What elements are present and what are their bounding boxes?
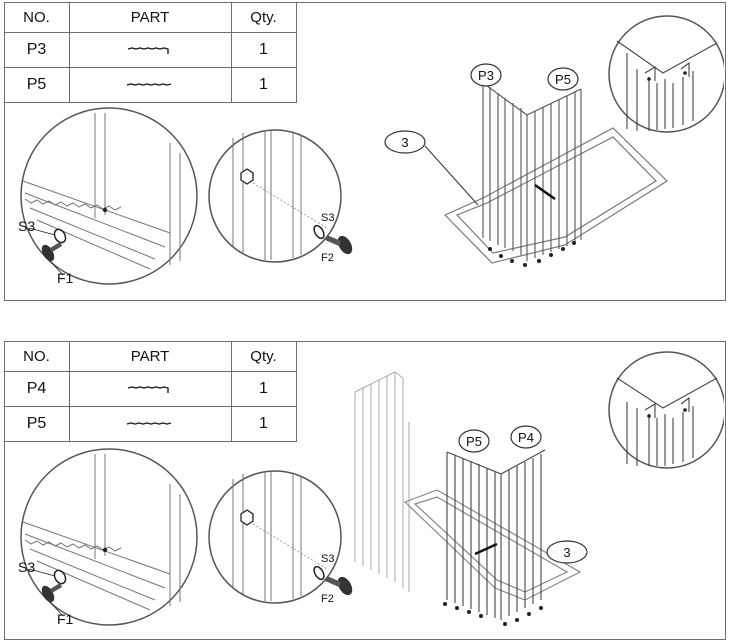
- panel-a-label: P5: [466, 434, 482, 449]
- part-qty: 1: [230, 31, 297, 68]
- corner-detail-circle: [608, 351, 724, 469]
- bent-strip-icon: [127, 385, 169, 393]
- assembly-step-1: S3 F1 S3 F2: [3, 1, 726, 301]
- screw-label: F2: [321, 593, 334, 605]
- part-qty: 1: [230, 370, 297, 407]
- part-number: P3: [3, 31, 70, 68]
- washer-label: S3: [18, 559, 35, 575]
- panel-b-callout: [510, 425, 542, 449]
- screw-f2-icon: [325, 235, 353, 255]
- bolt-row: [443, 602, 543, 626]
- screw-label: F1: [57, 270, 74, 286]
- part-qty: 1: [230, 405, 297, 442]
- step-1-illustration: S3 F1 S3 F2: [18, 15, 724, 286]
- previous-panels: [354, 371, 410, 592]
- washer-label: S3: [321, 553, 334, 565]
- panel-a-label: P3: [478, 68, 494, 83]
- part-shape: [68, 31, 232, 68]
- part-number: P5: [3, 405, 70, 442]
- parts-table: NO. PART Qty. P3 1 P5 1: [3, 1, 297, 103]
- part-number: P5: [3, 66, 70, 103]
- wave-strip-icon: [126, 82, 172, 86]
- screw-label: F1: [57, 611, 74, 627]
- detail-circle-right: [208, 129, 342, 263]
- detail-circle-right: [208, 470, 342, 604]
- assembly-step-2: S3 F1 S3 F2: [3, 340, 726, 640]
- base-frame: [443, 127, 668, 264]
- washer-label: S3: [18, 218, 35, 234]
- panel-a-callout: [458, 429, 490, 453]
- step-2-illustration: S3 F1 S3 F2: [18, 351, 724, 627]
- base-frame: [403, 489, 582, 601]
- frame-callout: [546, 540, 588, 564]
- part-shape: [68, 66, 232, 103]
- table-row: P4 1: [3, 370, 297, 407]
- bolt-row: [488, 241, 576, 267]
- frame-label: 3: [563, 545, 570, 560]
- part-shape: [68, 370, 232, 407]
- panel-b-callout: [547, 67, 579, 91]
- frame-callout: [384, 130, 426, 154]
- part-number: P4: [3, 370, 70, 407]
- table-row: P5 1: [3, 405, 297, 442]
- screw-f1-icon: [41, 242, 64, 276]
- header-no: NO.: [3, 1, 70, 33]
- part-qty: 1: [230, 66, 297, 103]
- header-part: PART: [68, 340, 232, 372]
- header-qty: Qty.: [230, 1, 297, 33]
- bent-strip-icon: [127, 46, 169, 54]
- part-shape: [68, 405, 232, 442]
- wall-panel-a: [482, 82, 528, 255]
- washer-s3-icon: [28, 568, 67, 585]
- panel-b-label: P4: [518, 430, 534, 445]
- wall-panel-b: [526, 88, 582, 261]
- header-no: NO.: [3, 340, 70, 372]
- screw-f1-icon: [41, 583, 64, 617]
- wall-panel-a: [446, 451, 502, 618]
- header-part: PART: [68, 1, 232, 33]
- table-row: P5 1: [3, 66, 297, 103]
- wave-strip-icon: [126, 421, 172, 425]
- parts-table: NO. PART Qty. P4 1 P5 1: [3, 340, 297, 442]
- washer-label: S3: [321, 212, 334, 224]
- panel-a-callout: [470, 63, 502, 87]
- corner-detail-circle: [608, 15, 724, 133]
- washer-s3-icon: [313, 565, 325, 581]
- header-qty: Qty.: [230, 340, 297, 372]
- panel-b-label: P5: [555, 72, 571, 87]
- washer-s3-icon: [28, 227, 67, 244]
- wall-panel-b: [500, 449, 546, 620]
- screw-f2-icon: [325, 576, 353, 596]
- washer-s3-icon: [313, 224, 325, 240]
- screw-label: F2: [321, 252, 334, 264]
- frame-label: 3: [401, 135, 408, 150]
- table-row: P3 1: [3, 31, 297, 68]
